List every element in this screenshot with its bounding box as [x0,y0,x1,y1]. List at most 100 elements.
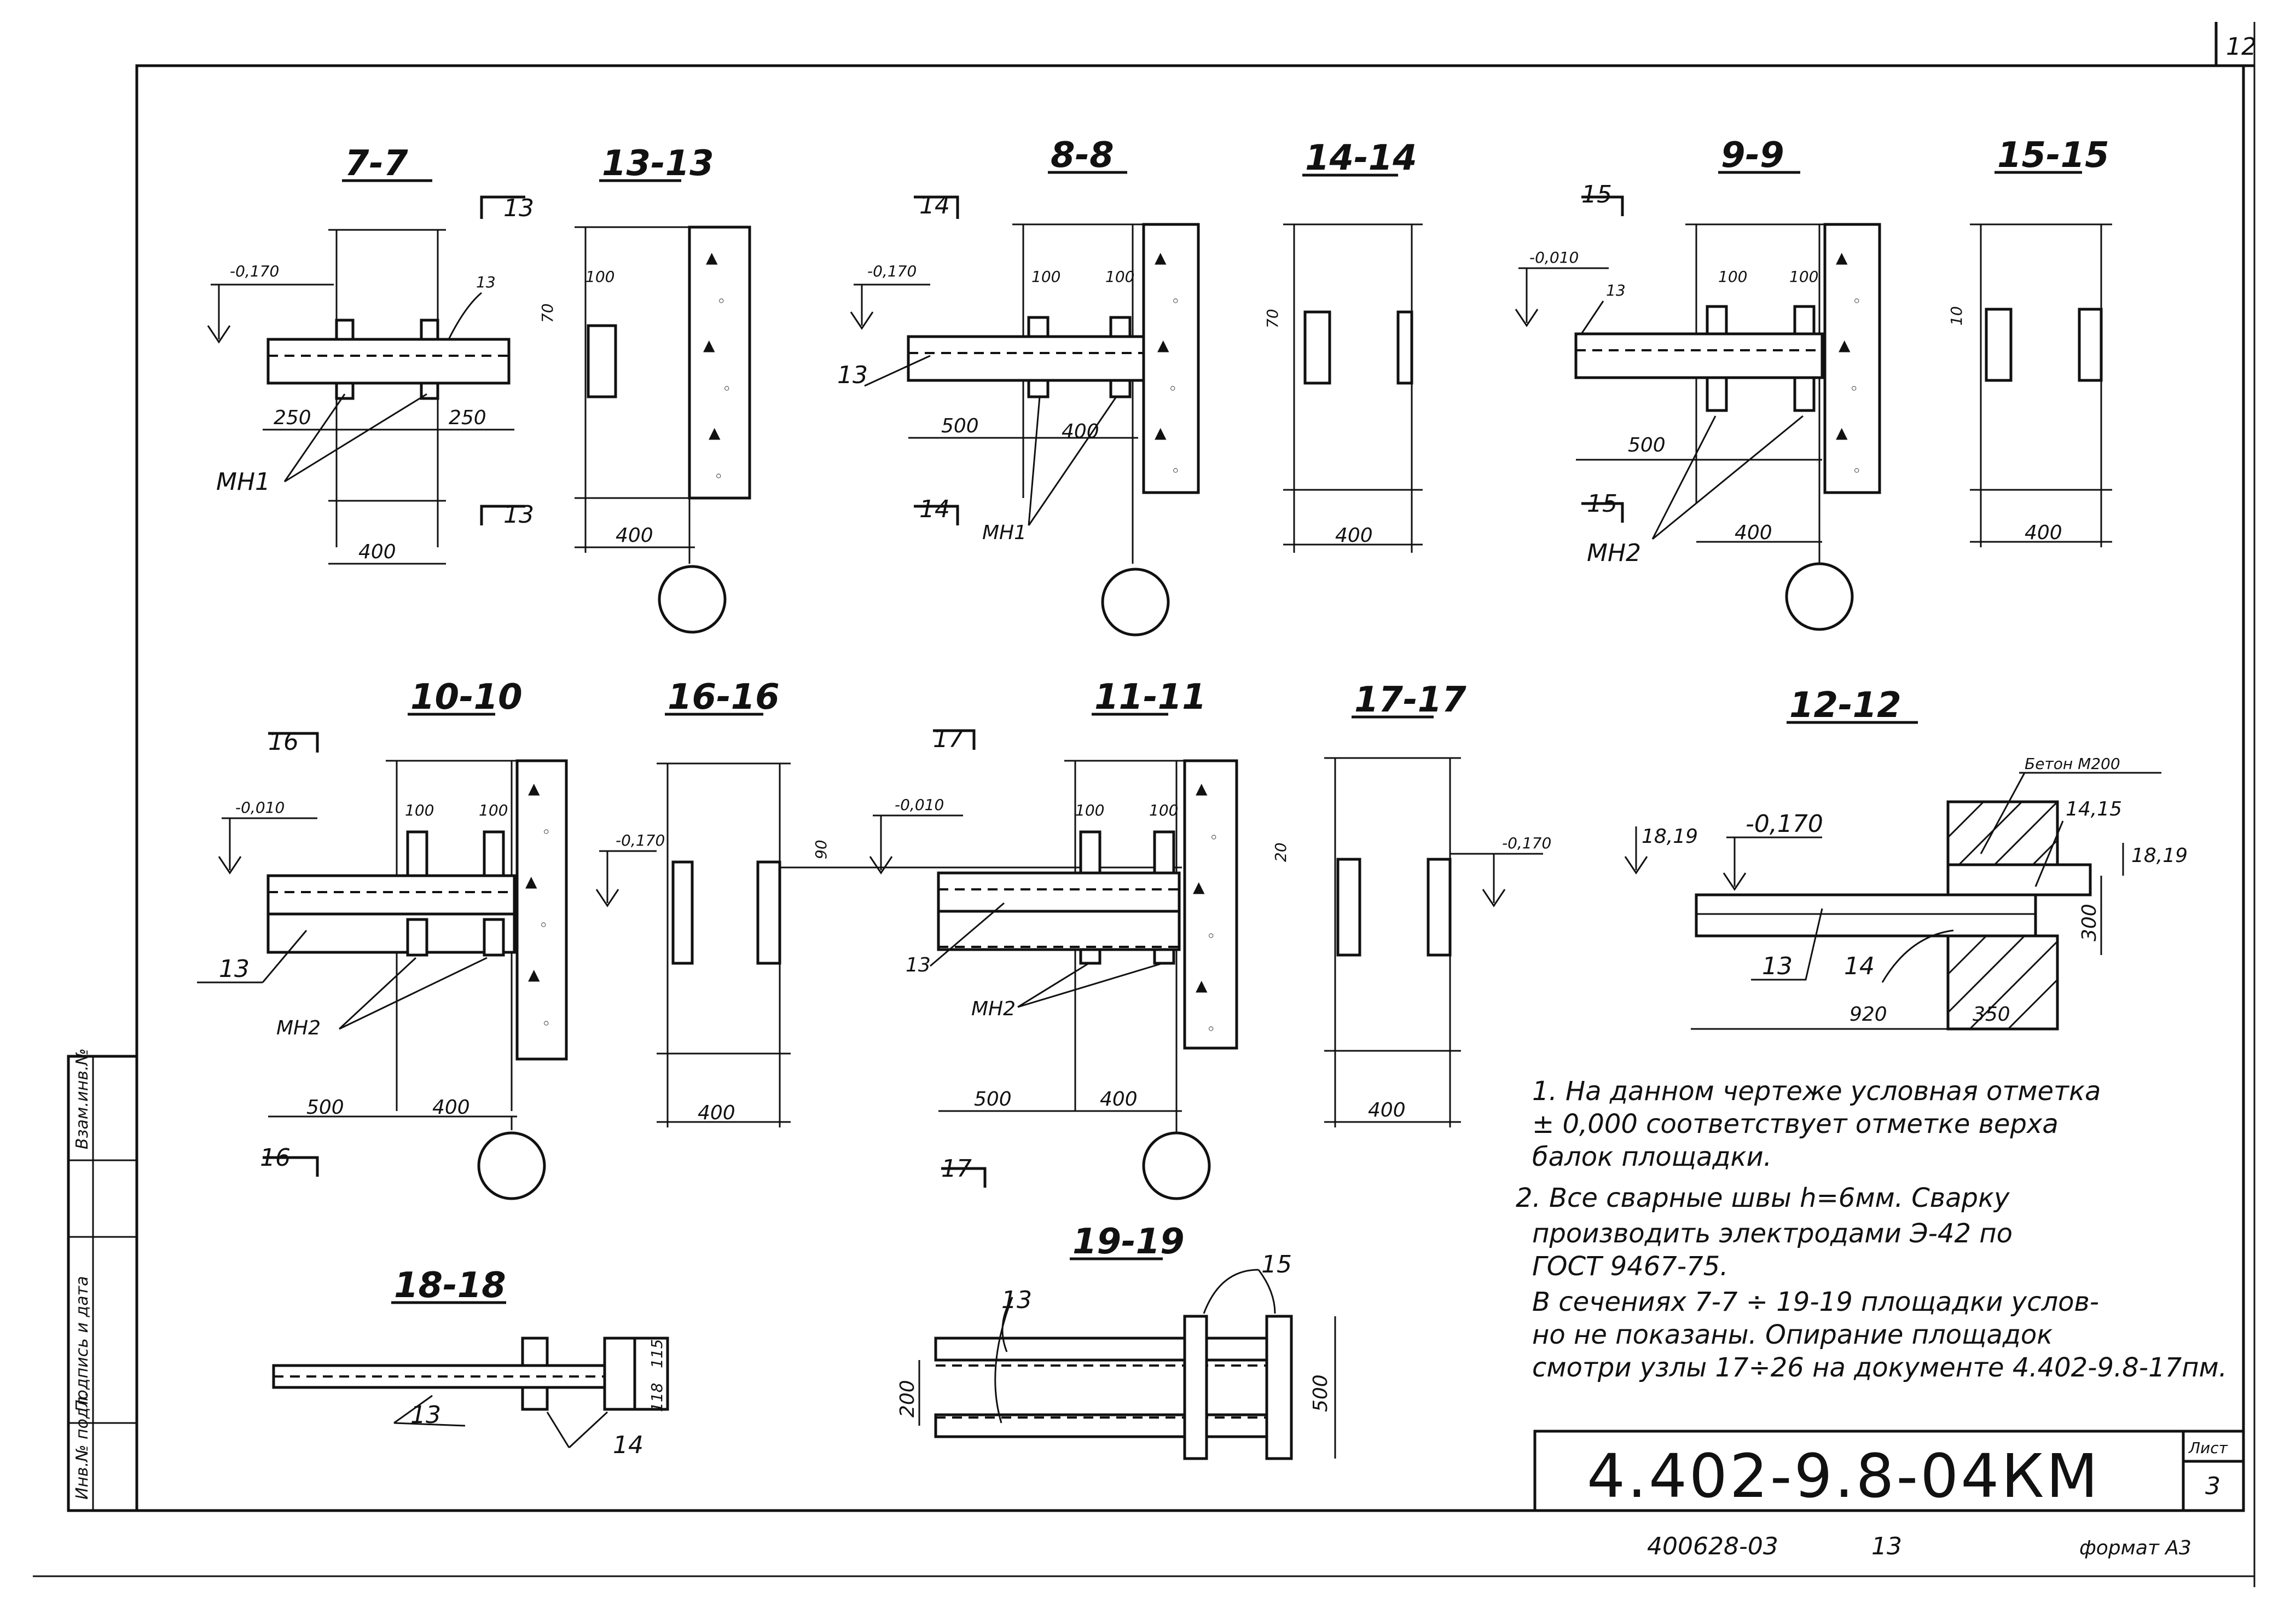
dimension-width: 400 [2025,522,2062,544]
section-10-10: 10-10 ▲◦ ▲◦ ▲◦ -0,010 100 100 13 16 16 5… [197,677,568,1200]
section-title: 10-10 [410,677,523,718]
svg-text:◦: ◦ [1849,380,1859,398]
dimension-width: 400 [1335,524,1373,547]
section-title: 12-12 [1789,685,1901,726]
svg-text:▲: ▲ [703,336,715,354]
elevation-mark: -0,010 [235,799,285,817]
cut-mark-top: 13 [503,194,534,222]
dimension-right: 400 [432,1096,470,1119]
note-line-8: но не показаны. Опирание площадок [1532,1320,2053,1350]
elevation-mark: -0,170 [867,262,917,280]
concrete-grade: Бетон М200 [2025,755,2120,773]
svg-text:▲: ▲ [709,424,721,442]
dimension-100-right: 100 [1105,268,1134,286]
dimension-width: 400 [358,541,396,563]
section-title: 19-19 [1072,1222,1185,1262]
mark-right: 18,19 [2131,844,2188,867]
sheet-number: 3 [2205,1472,2220,1500]
svg-text:▲: ▲ [1193,878,1205,896]
section-18-18: 18-18 115 118 13 14 [272,1265,669,1459]
dimension-width: 400 [616,524,653,547]
section-title: 15-15 [1997,135,2109,176]
side-stamp: Инв.№ подл. Подпись и дата Взам.инв.№ [67,1048,138,1512]
section-9-9: 9-9 ▲◦ ▲◦ ▲◦ -0,010 100 100 13 15 15 500… [1515,135,1881,631]
dimension-920: 920 [1849,1003,1887,1026]
dimension-118: 118 [648,1383,666,1412]
dimension-width: 400 [1368,1099,1406,1121]
section-title: 16-16 [668,677,780,718]
corner-number: 12 [2226,33,2257,61]
part-mark: МН2 [1587,539,1641,567]
dimension-100-right: 100 [479,801,508,819]
cut-mark-top: 14 [919,192,950,219]
page-number: 13 [1871,1532,1902,1560]
svg-text:▲: ▲ [1836,248,1848,267]
dimension-70: 70 [1263,309,1282,328]
cut-mark-bottom: 15 [1587,490,1617,518]
cut-mark-top: 15 [1581,181,1612,209]
cut-mark-top: 16 [268,728,299,756]
position-mark: 13 [476,273,496,291]
dimension-left: 250 [274,407,311,429]
elevation-mark: -0,010 [1529,248,1579,267]
svg-text:◦: ◦ [1171,462,1180,480]
position-14: 14 [613,1431,643,1459]
stamp-inventory-label: Инв.№ подл. [73,1392,92,1500]
cut-mark-bottom: 16 [260,1144,291,1172]
dimension-300: 300 [2078,904,2101,941]
section-19-19: 19-19 13 15 200 500 [896,1222,1336,1460]
svg-text:◦: ◦ [1207,927,1216,945]
dimension-100-left: 100 [1031,268,1060,286]
section-title: 11-11 [1094,677,1207,718]
svg-text:▲: ▲ [528,779,540,797]
section-16-16: 16-16 -0,170 90 400 [595,677,897,1127]
position-mark: 13 [219,955,250,983]
dimension-350: 350 [1973,1003,2010,1026]
dimension-115: 115 [648,1339,666,1368]
section-title: 7-7 [345,143,408,184]
document-code: 4.402-9.8-04КМ [1587,1441,2100,1511]
section-title: 9-9 [1721,135,1784,176]
svg-text:◦: ◦ [722,380,732,398]
position-13: 13 [1762,952,1793,980]
note-line-3: балок площадки. [1532,1142,1772,1172]
part-mark: МН1 [982,522,1027,544]
svg-text:▲: ▲ [528,965,540,984]
dimension-200: 200 [896,1380,919,1418]
section-8-8: 8-8 ▲◦ ▲◦ ▲◦ -0,170 100 100 13 14 14 500… [837,135,1200,637]
cut-mark-bottom: 14 [919,495,950,523]
part-mark: МН2 [971,998,1016,1020]
part-mark: МН2 [276,1017,321,1039]
section-7-7: 7-7 -0,170 13 13 13 250 250 400 МН1 [207,143,534,565]
stamp-signature-label: Подпись и дата [73,1276,92,1413]
svg-text:◦: ◦ [1168,380,1178,398]
svg-text:◦: ◦ [1852,462,1862,480]
cut-mark-bottom: 17 [941,1155,972,1183]
general-notes: 1. На данном чертеже условная отметка ± … [1516,1076,2227,1383]
svg-text:▲: ▲ [706,248,718,267]
dimension-100-right: 100 [1149,801,1178,819]
dimension-right: 400 [1735,522,1772,544]
svg-text:◦: ◦ [1207,1020,1216,1038]
dimension-100-right: 100 [1789,268,1818,286]
note-line-9: смотри узлы 17÷26 на документе 4.402-9.8… [1532,1352,2227,1383]
note-line-4: 2. Все сварные швы h=6мм. Сварку [1516,1183,2010,1213]
stamp-replace-label: Взам.инв.№ [73,1048,92,1149]
section-11-11: 11-11 ▲◦ ▲◦ ▲◦ -0,010 100 100 13 17 17 5… [869,677,1238,1200]
svg-text:◦: ◦ [542,1015,551,1033]
svg-text:▲: ▲ [1196,779,1208,797]
cut-mark-top: 17 [933,725,964,753]
position-mark: 13 [906,954,931,976]
sheet-label: Лист [2188,1439,2228,1457]
dimension-right: 250 [449,407,486,429]
elevation-mark: -0,170 [1746,810,1823,838]
part-mark: МН1 [216,468,270,496]
section-13-13: 13-13 ▲◦ ▲◦ ▲◦ 100 70 400 [538,143,751,634]
note-line-1: 1. На данном чертеже условная отметка [1532,1076,2101,1107]
sheet-frame: 12 [33,22,2257,1587]
dimension-20: 20 [1272,842,1290,862]
elevation-mark: -0,170 [616,831,665,849]
dimension-left: 500 [941,415,979,437]
elevation-mark: -0,170 [230,262,279,280]
svg-text:▲: ▲ [1155,248,1167,267]
